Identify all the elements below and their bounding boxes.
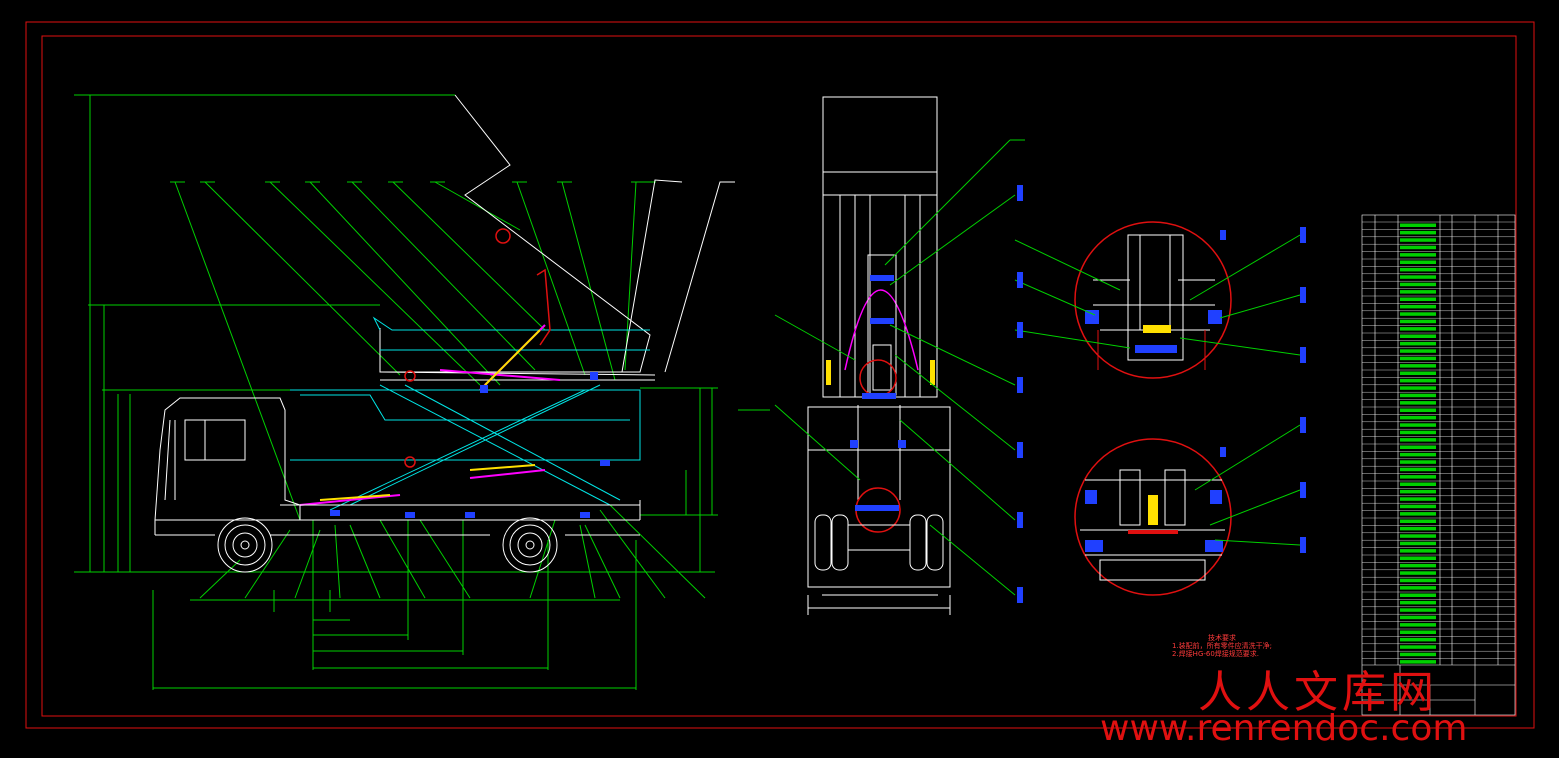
parts-list-cell-mark bbox=[1400, 275, 1436, 279]
parts-list-cell-mark bbox=[1400, 630, 1436, 634]
title-block bbox=[1362, 665, 1475, 715]
parts-list-cell-mark bbox=[1400, 467, 1436, 472]
parts-list-cell-mark bbox=[1400, 297, 1436, 301]
parts-list-cell-mark bbox=[1400, 600, 1436, 605]
parts-list-cell-mark bbox=[1400, 660, 1436, 664]
technical-requirements-line-1: 1.装配前，所有零件应清洗干净; bbox=[1172, 642, 1273, 650]
parts-list-cell-mark bbox=[1400, 341, 1436, 346]
parts-list-cell-mark bbox=[1400, 230, 1436, 235]
parts-list-cell-mark bbox=[1400, 238, 1436, 242]
parts-list-cell-mark bbox=[1400, 304, 1436, 309]
parts-list-cell-mark bbox=[1400, 549, 1436, 553]
parts-list-cell-mark bbox=[1400, 282, 1436, 287]
parts-list-cell-mark bbox=[1400, 267, 1436, 272]
parts-list-cell-mark bbox=[1400, 327, 1436, 331]
parts-list-cell-mark bbox=[1400, 415, 1436, 420]
watermark-chinese: 人人文库网 bbox=[1198, 667, 1438, 718]
parts-list-cell-mark bbox=[1400, 378, 1436, 383]
parts-list-cell-mark bbox=[1400, 260, 1436, 264]
technical-requirements-title: 技术要求 bbox=[1208, 634, 1236, 642]
parts-list-rows bbox=[1362, 221, 1515, 664]
parts-list-cell-mark bbox=[1400, 489, 1436, 494]
parts-list-cell-mark bbox=[1400, 438, 1436, 442]
parts-list-cell-mark bbox=[1400, 223, 1436, 227]
parts-list-cell-mark bbox=[1400, 475, 1436, 479]
parts-list-cell-mark bbox=[1400, 290, 1436, 294]
parts-list-cell-mark bbox=[1400, 497, 1436, 501]
parts-list-cell-mark bbox=[1400, 253, 1436, 257]
watermark-url: www.renrendoc.com bbox=[1100, 708, 1468, 749]
parts-list-cell-mark bbox=[1400, 371, 1436, 375]
parts-list-cell-mark bbox=[1400, 637, 1436, 642]
rear-view bbox=[774, 96, 1025, 615]
parts-list-cell-mark bbox=[1400, 512, 1436, 516]
parts-list-cell-mark bbox=[1400, 482, 1436, 486]
parts-list-cell-mark bbox=[1400, 586, 1436, 590]
parts-list-cell-mark bbox=[1400, 319, 1436, 324]
technical-requirements: 技术要求 1.装配前，所有零件应清洗干净; 2.焊接HG-60焊接规范要求. bbox=[1172, 634, 1272, 658]
parts-list-cell-mark bbox=[1400, 334, 1436, 338]
parts-list-cell-mark bbox=[1400, 652, 1436, 657]
parts-list-cell-mark bbox=[1400, 534, 1436, 538]
outer-border bbox=[25, 21, 1535, 729]
detail-b bbox=[1074, 417, 1306, 596]
parts-list-cell-mark bbox=[1400, 541, 1436, 546]
parts-list-cell-mark bbox=[1400, 393, 1436, 398]
parts-list-cell-mark bbox=[1400, 556, 1436, 560]
parts-list-cell-mark bbox=[1400, 593, 1436, 597]
detail-a bbox=[1014, 221, 1306, 379]
technical-requirements-line-2: 2.焊接HG-60焊接规范要求. bbox=[1172, 650, 1260, 658]
parts-list-cell-mark bbox=[1400, 519, 1436, 523]
parts-list-cell-mark bbox=[1400, 401, 1436, 405]
inner-border bbox=[41, 35, 1517, 717]
side-view bbox=[74, 94, 770, 690]
parts-list-cell-mark bbox=[1400, 563, 1436, 568]
parts-list-cell-mark bbox=[1400, 245, 1436, 250]
parts-list-cell-mark bbox=[1400, 645, 1436, 649]
parts-list-cell-mark bbox=[1400, 452, 1436, 457]
parts-list-cell-mark bbox=[1400, 386, 1436, 390]
parts-list-cell-mark bbox=[1400, 430, 1436, 435]
parts-list-cell-mark bbox=[1400, 623, 1436, 627]
parts-list-cell-mark bbox=[1400, 364, 1436, 368]
parts-list-cell-mark bbox=[1400, 408, 1436, 412]
parts-list-cell-mark bbox=[1400, 312, 1436, 316]
parts-list-cell-mark bbox=[1400, 526, 1436, 531]
parts-list-cell-mark bbox=[1400, 349, 1436, 353]
parts-list-cell-mark bbox=[1400, 460, 1436, 464]
parts-list-cell-mark bbox=[1400, 578, 1436, 583]
parts-list-cell-mark bbox=[1400, 571, 1436, 575]
parts-list-cell-mark bbox=[1400, 608, 1436, 612]
parts-list-cell-mark bbox=[1400, 504, 1436, 509]
parts-list-cell-mark bbox=[1400, 445, 1436, 449]
parts-list-cell-mark bbox=[1400, 356, 1436, 361]
parts-list-cell-mark bbox=[1400, 615, 1436, 620]
parts-list-cell-mark bbox=[1400, 423, 1436, 427]
parts-list bbox=[1361, 214, 1516, 716]
